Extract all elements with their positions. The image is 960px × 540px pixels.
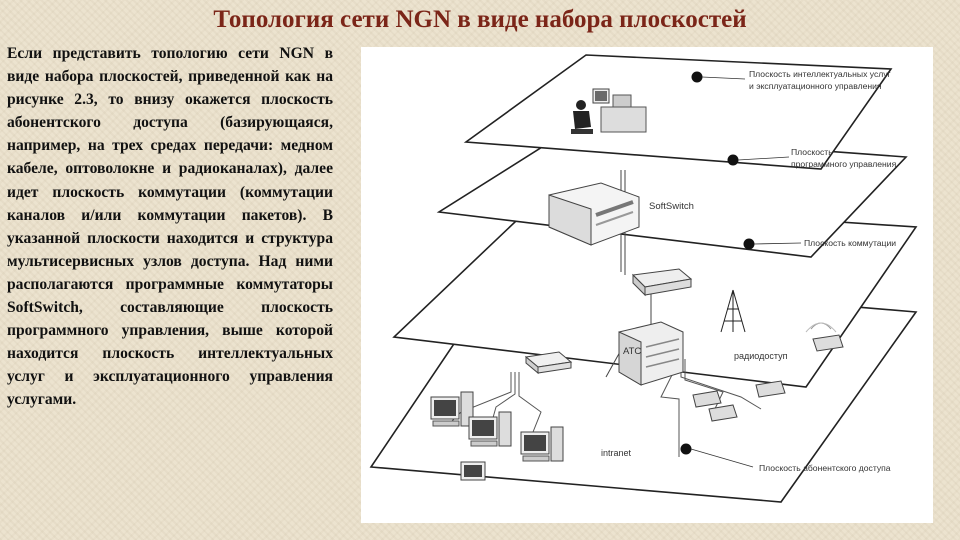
radio-access-label: радиодоступ — [734, 351, 788, 361]
services-plane-label-2: и эксплуатационного управления — [749, 81, 882, 91]
intranet-label: intranet — [601, 448, 632, 458]
ngn-plane-diagram: Плоскость интеллектуальных услуг и экспл… — [361, 47, 933, 523]
access-plane-label: Плоскость абонентского доступа — [759, 463, 891, 473]
control-plane-label-1: Плоскость — [791, 147, 833, 157]
control-plane-label-2: программного управления — [791, 159, 897, 169]
services-plane-label-1: Плоскость интеллектуальных услуг — [749, 69, 891, 79]
ats-label: АТС — [623, 346, 641, 357]
switching-plane-label: Плоскость коммутации — [804, 238, 896, 248]
slide-title: Топология сети NGN в виде набора плоскос… — [0, 6, 960, 34]
softswitch-label: SoftSwitch — [649, 201, 694, 212]
body-text: Если представить топологию сети NGN в ви… — [7, 42, 333, 412]
